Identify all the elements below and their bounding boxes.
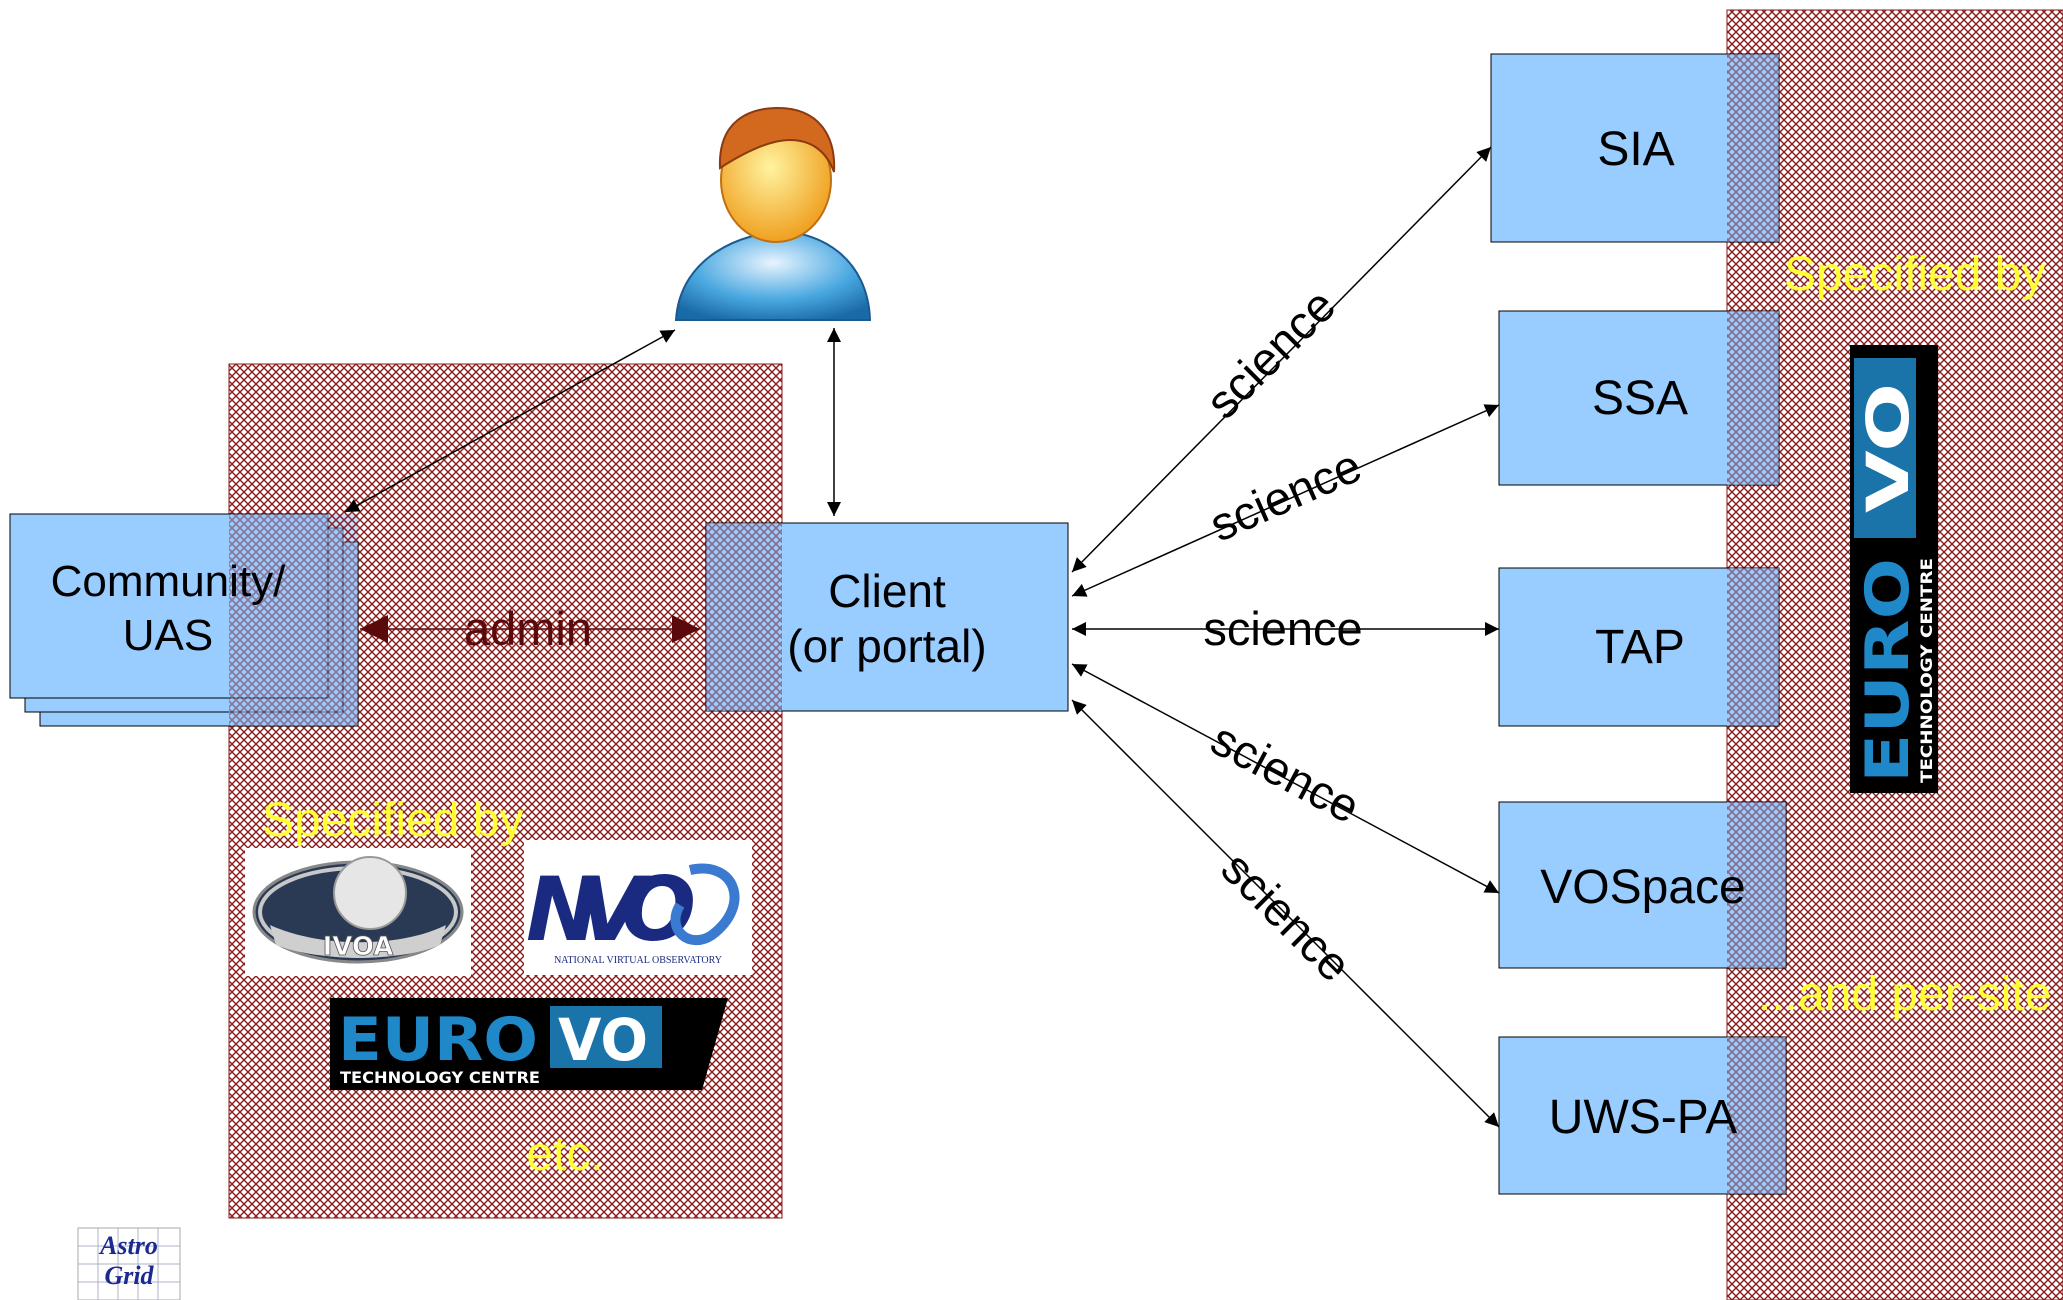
edge-science-uws — [1071, 699, 1500, 1128]
astrogrid-logo: Astro Grid — [77, 1227, 181, 1300]
science-label-tap: science — [1203, 602, 1362, 655]
euro-vo-subtext: TECHNOLOGY CENTRE — [340, 1068, 540, 1087]
service-label: SSA — [1592, 372, 1688, 425]
euro-vo-euro-text: EURO — [338, 1005, 538, 1075]
service-node-sia[interactable]: SIA — [1490, 53, 1780, 243]
service-label: SIA — [1597, 123, 1674, 176]
nvo-logo-subtext: NATIONAL VIRTUAL OBSERVATORY — [554, 955, 722, 966]
left-specified-by-label: Specified by — [262, 794, 524, 847]
euro-vo-logo-left: EURO VO TECHNOLOGY CENTRE — [330, 998, 728, 1090]
service-node-uws-pa[interactable]: UWS-PA — [1498, 1036, 1787, 1195]
service-label: VOSpace — [1540, 861, 1745, 914]
ivoa-logo: IVOA — [245, 848, 471, 976]
right-per-site-label: ...and per-site — [1758, 968, 2051, 1021]
left-etc-label: etc. — [526, 1128, 603, 1181]
astrogrid-line2: Grid — [104, 1261, 154, 1290]
client-node[interactable]: Client (or portal) — [705, 522, 1069, 712]
user-person-icon — [674, 106, 872, 321]
nvo-logo: NVO NATIONAL VIRTUAL OBSERVATORY — [524, 840, 752, 975]
science-label-uws: science — [1212, 841, 1362, 991]
science-label-sia: science — [1195, 278, 1345, 428]
service-node-ssa[interactable]: SSA — [1498, 310, 1780, 486]
euro-vo-vo-text: VO — [1854, 383, 1922, 513]
right-specified-by-label: Specified by — [1784, 248, 2046, 301]
edge-user-community — [344, 329, 676, 513]
service-node-tap[interactable]: TAP — [1498, 567, 1780, 727]
service-node-vospace[interactable]: VOSpace — [1498, 801, 1787, 969]
community-label-line1: Community/ — [51, 557, 286, 606]
astrogrid-line1: Astro — [98, 1231, 158, 1260]
admin-label: admin — [464, 602, 592, 655]
nvo-logo-text: NVO — [526, 858, 696, 961]
client-label-line1: Client — [828, 565, 946, 617]
service-label: UWS-PA — [1549, 1091, 1737, 1144]
euro-vo-subtext: TECHNOLOGY CENTRE — [1917, 558, 1936, 783]
client-label-line2: (or portal) — [787, 620, 986, 672]
science-label-vospace: science — [1203, 712, 1369, 834]
community-label-line2: UAS — [123, 611, 213, 660]
edges — [344, 146, 1500, 1128]
euro-vo-logo-right: EURO VO TECHNOLOGY CENTRE — [1850, 345, 1938, 793]
science-label-ssa: science — [1202, 438, 1369, 551]
service-label: TAP — [1595, 621, 1685, 674]
community-uas-node[interactable]: Community/ UAS — [9, 513, 359, 727]
edge-science-ssa — [1071, 404, 1500, 597]
euro-vo-euro-text: EURO — [1853, 558, 1923, 783]
ivoa-logo-text: IVOA — [323, 932, 394, 962]
euro-vo-vo-text: VO — [558, 1006, 648, 1074]
